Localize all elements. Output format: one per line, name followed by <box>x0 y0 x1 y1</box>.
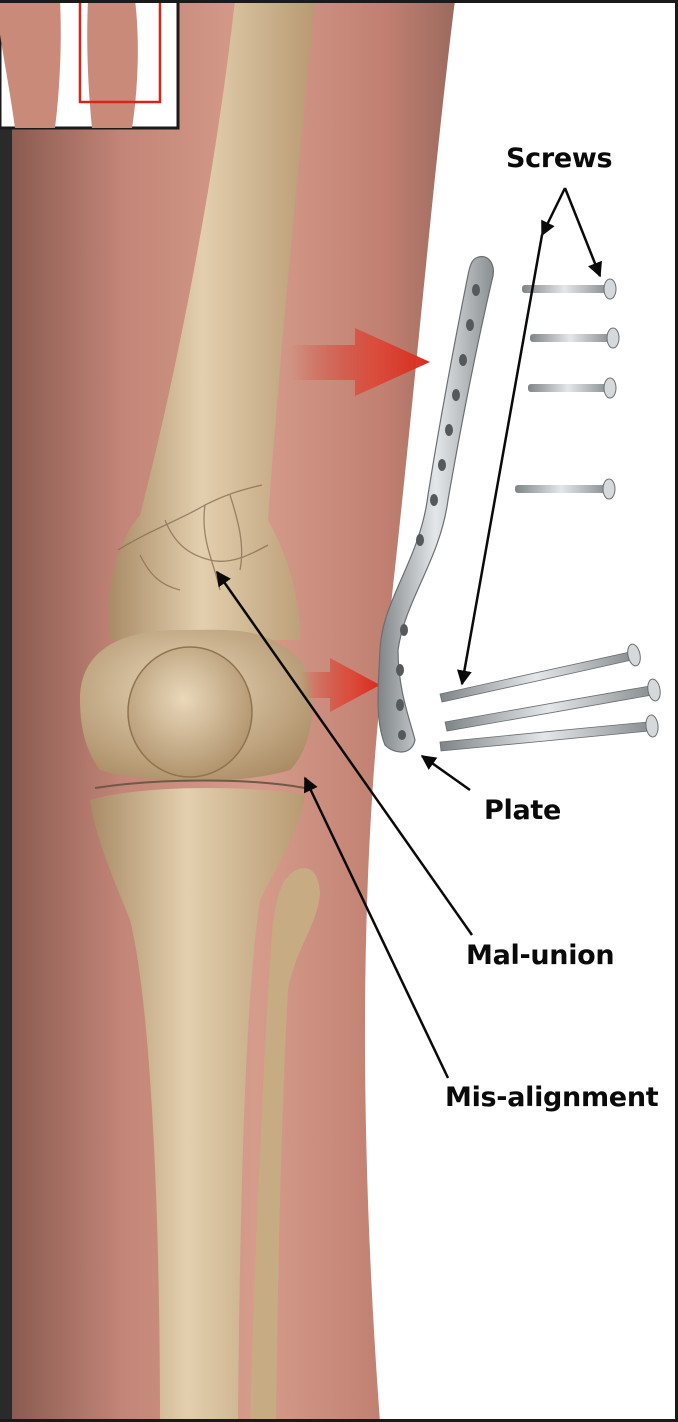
plate-label: Plate <box>484 795 561 826</box>
mis-alignment-label: Mis-alignment <box>445 1082 658 1113</box>
patella <box>128 647 252 777</box>
mal-union-label: Mal-union <box>466 940 614 971</box>
left-border <box>0 0 12 1422</box>
body-locator-inset <box>0 0 178 128</box>
screws-label: Screws <box>506 143 612 174</box>
